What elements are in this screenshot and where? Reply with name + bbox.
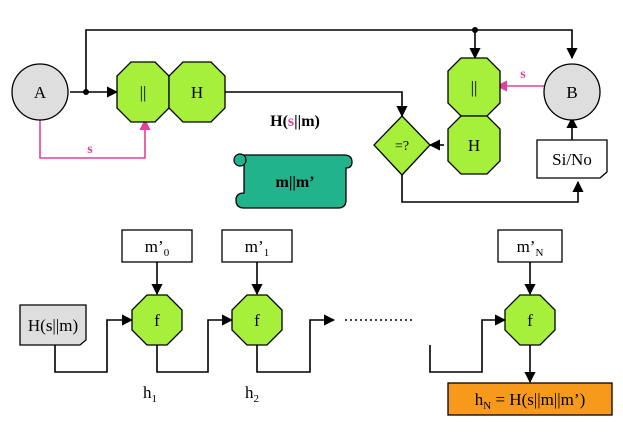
hash-label: H(s||m) <box>270 113 320 130</box>
compare-diamond: =? <box>373 115 431 176</box>
hash-right-octagon: H <box>447 115 501 175</box>
hash-left-octagon: H <box>168 61 226 123</box>
node-a-label: A <box>34 83 47 102</box>
h2-label: h2 <box>245 383 259 405</box>
scroll-text: m||m’ <box>275 174 314 191</box>
h1-label: h1 <box>143 383 157 405</box>
message-box-1-label: m’1 <box>245 237 269 259</box>
message-scroll: m||m’ <box>233 153 353 209</box>
secret-right-label: s <box>520 67 526 82</box>
input-box: H(s||m) <box>19 304 87 346</box>
compression-f2: f <box>231 294 283 346</box>
decision-box: Si/No <box>536 139 608 179</box>
top-connectors <box>39 27 584 203</box>
compare-label: =? <box>395 139 409 154</box>
input-box-label: H(s||m) <box>28 316 78 335</box>
result-box: hN = H(s||m||m’) <box>447 382 613 416</box>
hash-right-label: H <box>468 136 480 155</box>
bottom-connectors <box>54 262 536 384</box>
message-box-n-label: m’N <box>517 237 544 259</box>
hash-left-label: H <box>191 83 203 102</box>
concat-right-label: || <box>471 78 478 97</box>
compression-f1: f <box>131 294 183 346</box>
compression-fn-label: f <box>527 311 533 330</box>
message-box-n: m’N <box>497 229 563 263</box>
concat-left-label: || <box>140 83 147 102</box>
concat-right-octagon: || <box>447 57 501 117</box>
node-b: B <box>543 63 601 121</box>
secret-left-label: s <box>87 142 93 157</box>
concat-left-octagon: || <box>116 61 170 123</box>
message-box-1: m’1 <box>221 229 293 263</box>
node-b-label: B <box>566 83 577 102</box>
compression-f2-label: f <box>254 311 260 330</box>
compression-f1-label: f <box>154 311 160 330</box>
message-box-0: m’0 <box>121 229 193 263</box>
compression-fn: f <box>504 294 556 346</box>
decision-label: Si/No <box>552 150 592 169</box>
node-a: A <box>11 63 69 121</box>
result-label: hN = H(s||m||m’) <box>475 390 585 412</box>
message-box-0-label: m’0 <box>145 237 170 259</box>
